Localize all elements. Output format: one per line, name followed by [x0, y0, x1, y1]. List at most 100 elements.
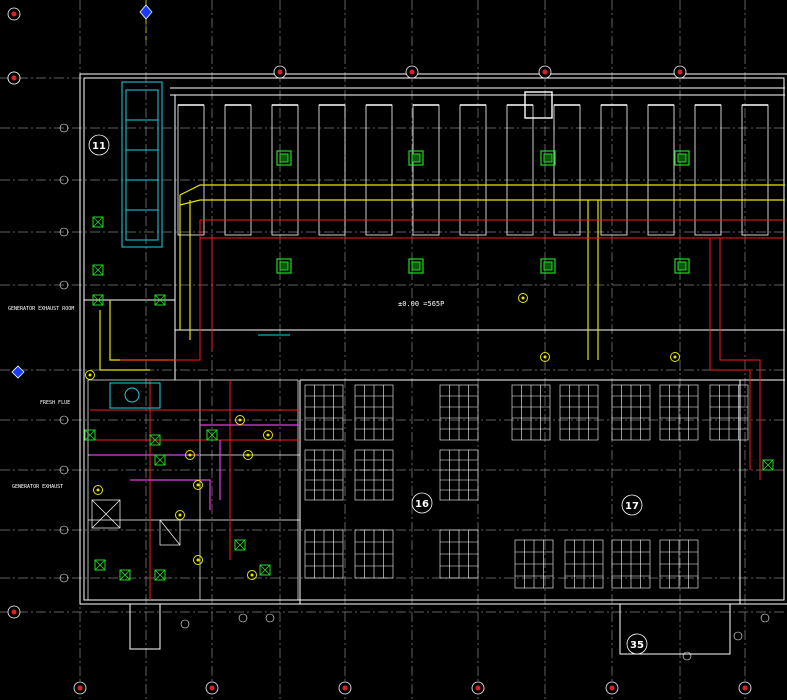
fixture-ring	[185, 450, 195, 460]
shaft-cross	[91, 499, 121, 529]
diffuser-outer	[408, 150, 424, 166]
diffuser-small-icon	[119, 569, 131, 581]
diffuser-outer	[259, 564, 271, 576]
grid-ref-circle	[59, 415, 69, 425]
room-number: 35	[630, 640, 644, 651]
diffuser-outer	[92, 294, 104, 306]
supply-branch-2	[99, 310, 150, 371]
light-fixture-icon	[670, 352, 680, 362]
fixture-core	[543, 355, 547, 359]
light-fixture-icon	[93, 485, 103, 495]
grid-ref-circle	[59, 525, 69, 535]
diffuser-outer	[84, 429, 96, 441]
diffuser-cross	[206, 429, 218, 441]
light-fixture-icon	[193, 555, 203, 565]
north-marker-icon	[139, 0, 153, 40]
grid-ref-circle	[59, 227, 69, 237]
grid-bubble-icon	[405, 65, 419, 79]
annex-wall	[619, 603, 731, 655]
room-tag-circle	[621, 494, 643, 516]
grid-ref-circle	[59, 175, 69, 185]
grid-ref-circle	[59, 573, 69, 583]
fixture-core	[188, 453, 192, 457]
diffuser-small-icon	[94, 559, 106, 571]
room-tag-17: 17	[621, 494, 643, 516]
light-fixture-icon	[185, 450, 195, 460]
diffuser-outer	[540, 150, 556, 166]
grid-bubbles	[7, 7, 752, 695]
diffuser-small-icon	[92, 216, 104, 228]
diffuser-cross	[92, 264, 104, 276]
grid-ref-circle	[59, 280, 69, 290]
diffuser-cross	[259, 564, 271, 576]
diffuser-cross	[94, 559, 106, 571]
diffuser-small-icon	[154, 294, 166, 306]
grid-bubble-icon	[471, 681, 485, 695]
inner-wall	[83, 77, 785, 601]
grid-bubble-icon	[273, 65, 287, 79]
diffuser-small-icon	[259, 564, 271, 576]
diffuser-small-icon	[92, 264, 104, 276]
diffuser-inner	[677, 261, 687, 271]
diffuser-cross	[119, 569, 131, 581]
bubble-dot	[11, 75, 17, 81]
side-note: GENERATOR EXHAUST	[12, 484, 63, 490]
light-fixture-icon	[540, 352, 550, 362]
diffuser-outer	[92, 264, 104, 276]
grid-bubble-icon	[7, 605, 21, 619]
diffuser-outer	[408, 258, 424, 274]
diffuser-outer	[149, 434, 161, 446]
return-pipes	[90, 219, 785, 600]
diffuser-outer	[674, 150, 690, 166]
bubble-dot	[609, 685, 615, 691]
bubble-dot	[342, 685, 348, 691]
light-fixture-icon	[235, 415, 245, 425]
diffusers	[84, 150, 774, 581]
diffuser-outer	[206, 429, 218, 441]
grid-bubble-icon	[73, 681, 87, 695]
light-fixtures	[85, 293, 680, 580]
diffuser-cross	[154, 569, 166, 581]
diffuser-small-icon	[84, 429, 96, 441]
grid-bubble-icon	[7, 71, 21, 85]
fixture-core	[88, 373, 92, 377]
bubble-dot	[209, 685, 215, 691]
diffuser-cross	[92, 294, 104, 306]
grid-bubble-icon	[738, 681, 752, 695]
diffuser-outer	[540, 258, 556, 274]
diffuser-cross	[762, 459, 774, 471]
bubble-dot	[11, 609, 17, 615]
magenta-pipes	[90, 424, 300, 510]
shaft-cross	[159, 519, 181, 546]
diffuser-square-icon	[674, 150, 690, 166]
room-tag-circle	[88, 134, 110, 156]
supply-duct	[99, 184, 785, 371]
return-riser	[120, 220, 201, 361]
fixture-ring	[93, 485, 103, 495]
building-walls	[79, 73, 787, 655]
ahu-casing	[121, 81, 163, 248]
room-tag-circle	[411, 492, 433, 514]
duct-shaft	[91, 499, 121, 529]
grid-ref-circle	[760, 613, 770, 623]
diffuser-inner	[279, 153, 289, 163]
elevation-label: ±0.00 =565P	[398, 300, 444, 308]
grid-bubble-icon	[605, 681, 619, 695]
grid-bubble-icon	[338, 681, 352, 695]
magenta-run-2	[130, 479, 211, 510]
diffuser-inner	[411, 261, 421, 271]
stair-annex	[129, 603, 161, 650]
fixture-ring	[193, 480, 203, 490]
light-fixture-icon	[247, 570, 257, 580]
bubble-dot	[409, 69, 415, 75]
diffuser-outer	[94, 559, 106, 571]
room-tag-circle	[626, 633, 648, 655]
skylight-bays	[177, 91, 769, 236]
diffuser-outer	[234, 539, 246, 551]
grid-bubble-icon	[673, 65, 687, 79]
diffuser-square-icon	[276, 150, 292, 166]
diffuser-outer	[674, 258, 690, 274]
room-number: 17	[625, 501, 639, 512]
bubble-dot	[475, 685, 481, 691]
